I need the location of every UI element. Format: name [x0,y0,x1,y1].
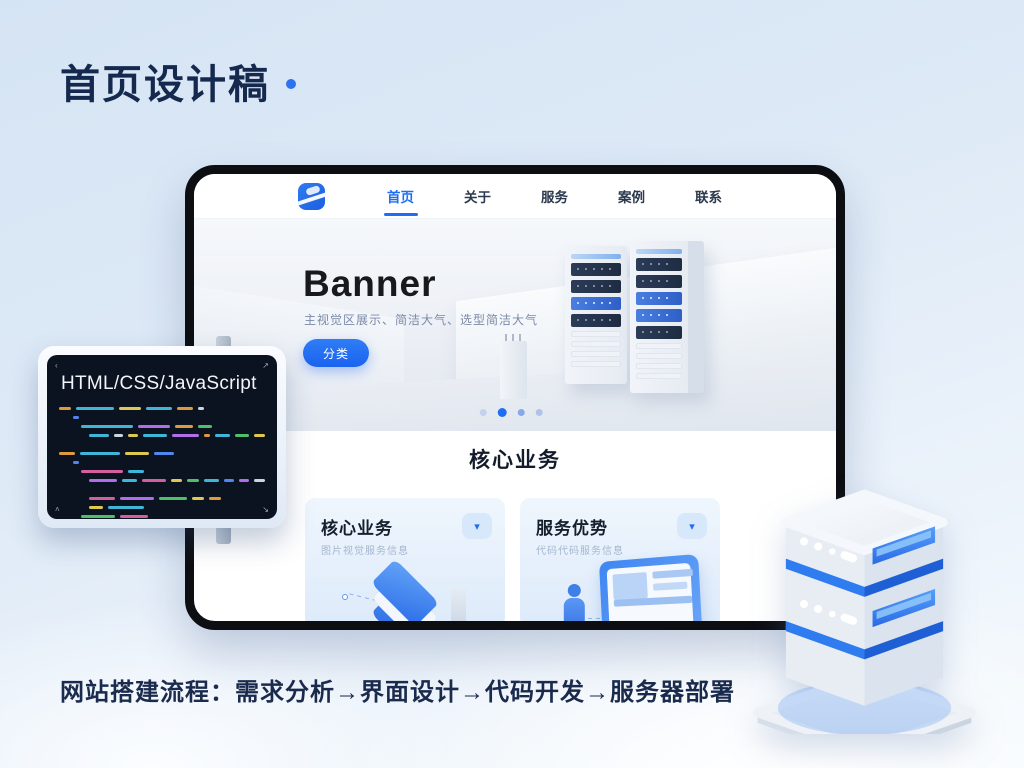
card-title: 服务优势 [536,519,608,538]
card-service-advantage[interactable]: 服务优势 代码代码服务信息 ▾ [520,498,720,621]
nav-item-about[interactable]: 关于 [464,190,491,205]
carousel-dot[interactable] [535,409,543,416]
code-panel-title: HTML/CSS/JavaScript [61,373,257,394]
nav-item-cases[interactable]: 案例 [618,190,645,205]
laptop-illustration [542,553,712,621]
page-title: 首页设计稿 [60,52,296,110]
server-tower-illustration [630,241,704,393]
nav-item-service[interactable]: 服务 [541,190,568,205]
corner-arrow-icon: ↗ [262,361,269,370]
card-core-business[interactable]: 核心业务 图片视觉服务信息 ▾ [305,498,505,621]
banner-subtitle: 主视觉区展示、简洁大气、选型简洁大气 [304,313,539,327]
carousel-dot[interactable] [497,408,507,417]
card-title: 核心业务 [321,519,393,538]
corner-arrow-icon: ‹ [55,361,58,370]
nav-item-contact[interactable]: 联系 [695,190,722,205]
card-subtitle: 图片视觉服务信息 [321,546,409,557]
card-subtitle: 代码代码服务信息 [536,546,624,557]
banner-title: Banner [303,263,437,304]
carousel-dots [479,408,543,417]
mockup-navbar: 首页 关于 服务 案例 联系 [194,174,836,219]
nav-item-home[interactable]: 首页 [385,174,416,220]
code-editor-screen: ‹ ↗ ˄ ↘ HTML/CSS/JavaScript [47,355,277,519]
carousel-dot[interactable] [479,409,487,416]
logo-icon[interactable] [298,182,325,210]
nav-menu: 首页 关于 服务 案例 联系 [385,174,724,220]
pedestal-illustration [500,334,527,399]
database-stack-illustration [342,559,492,621]
corner-arrow-icon: ˄ [55,505,60,514]
server-3d-illustration [753,489,976,734]
workflow-caption: 网站搭建流程：需求分析→界面设计→代码开发→服务器部署 [60,679,735,706]
carousel-dot[interactable] [517,409,525,416]
chevron-down-button[interactable]: ▾ [462,513,492,539]
section-heading: 核心业务 [469,449,561,472]
title-dot-icon [286,79,296,89]
banner-category-button[interactable]: 分类 [303,339,369,367]
code-editor-panel: ‹ ↗ ˄ ↘ HTML/CSS/JavaScript [38,346,286,528]
website-mockup-frame: 首页 关于 服务 案例 联系 [185,165,845,630]
card-row: 核心业务 图片视觉服务信息 ▾ 服务优势 代码代码服务信息 ▾ [305,498,720,621]
server-tower-illustration [565,246,627,384]
code-syntax-lines [59,407,266,519]
chevron-down-button[interactable]: ▾ [677,513,707,539]
page-title-text: 首页设计稿 [60,63,270,107]
hero-banner: Banner 主视觉区展示、简洁大气、选型简洁大气 分类 [194,219,836,431]
corner-arrow-icon: ↘ [262,505,269,514]
